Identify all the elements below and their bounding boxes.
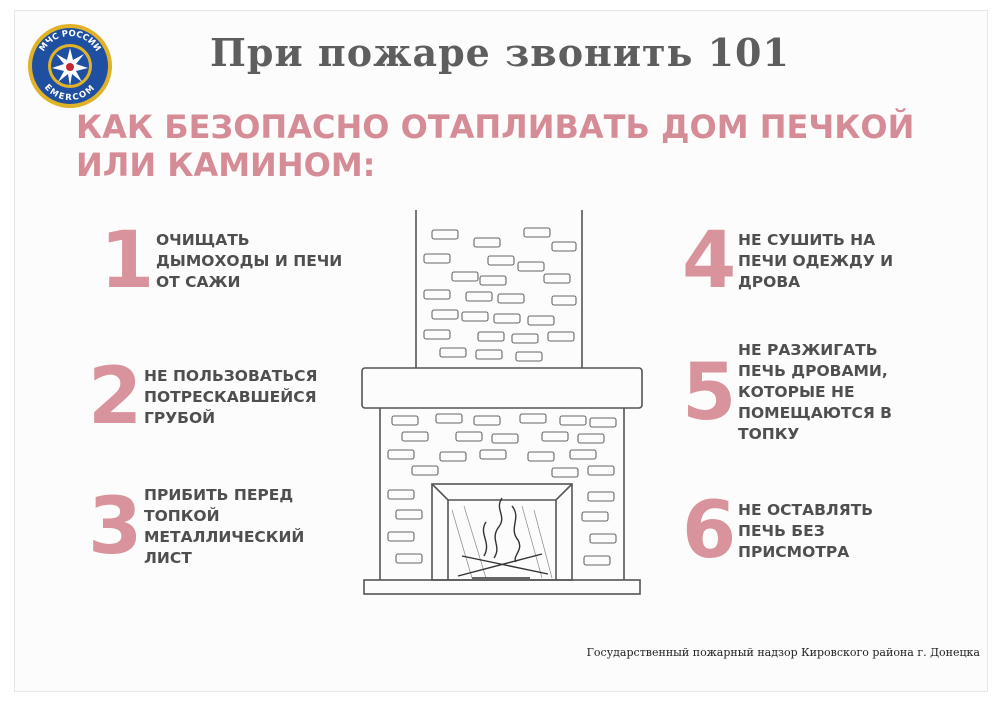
rule-text-line: ПЕЧИ ОДЕЖДУ И	[738, 251, 894, 270]
rule-text: НЕ СУШИТЬ НА ПЕЧИ ОДЕЖДУ И ДРОВА	[738, 230, 893, 293]
rule-item: 3 ПРИБИТЬ ПЕРЕД ТОПКОЙ МЕТАЛЛИЧЕСКИЙ ЛИС…	[88, 485, 304, 569]
rule-item: 5 НЕ РАЗЖИГАТЬ ПЕЧЬ ДРОВАМИ, КОТОРЫЕ НЕ …	[682, 340, 892, 445]
rule-text-line: ПЕЧЬ БЕЗ	[738, 521, 825, 540]
rule-text-line: ГРУБОЙ	[144, 408, 216, 427]
rule-text-line: НЕ ОСТАВЛЯТЬ	[738, 500, 874, 519]
rule-text-line: ТОПКУ	[738, 425, 800, 443]
rule-text: ОЧИЩАТЬ ДЫМОХОДЫ И ПЕЧИ ОТ САЖИ	[156, 230, 342, 293]
rule-text-line: ДРОВА	[738, 272, 801, 291]
rule-text-line: ПОМЕЩАЮТСЯ В	[738, 404, 892, 422]
rule-number: 1	[100, 216, 155, 306]
rule-item: 1 ОЧИЩАТЬ ДЫМОХОДЫ И ПЕЧИ ОТ САЖИ	[100, 222, 342, 300]
page-title: При пожаре звонить 101	[210, 30, 790, 75]
main-heading-line-1: КАК БЕЗОПАСНО ОТАПЛИВАТЬ ДОМ ПЕЧКОЙ	[76, 108, 915, 146]
rule-text-line: МЕТАЛЛИЧЕСКИЙ	[144, 528, 305, 546]
rule-text-line: ТОПКОЙ	[144, 507, 220, 525]
rule-text-line: ОЧИЩАТЬ	[156, 230, 250, 249]
main-heading: КАК БЕЗОПАСНО ОТАПЛИВАТЬ ДОМ ПЕЧКОЙ ИЛИ …	[76, 108, 936, 184]
rule-text-line: ПОТРЕСКАВШЕЙСЯ	[144, 387, 317, 406]
rule-text-line: ОТ САЖИ	[156, 272, 241, 291]
fireplace-illustration	[361, 210, 643, 595]
rule-text-line: ПРИБИТЬ ПЕРЕД	[144, 486, 294, 504]
rule-number: 5	[682, 347, 737, 438]
rule-text: НЕ ОСТАВЛЯТЬ ПЕЧЬ БЕЗ ПРИСМОТРА	[738, 500, 873, 563]
rule-text-line: ЛИСТ	[144, 549, 192, 567]
rule-text-line: НЕ ПОЛЬЗОВАТЬСЯ	[144, 366, 318, 385]
rule-number: 2	[88, 352, 143, 442]
rule-item: 4 НЕ СУШИТЬ НА ПЕЧИ ОДЕЖДУ И ДРОВА	[682, 222, 893, 300]
rule-text-line: НЕ СУШИТЬ НА	[738, 230, 876, 249]
rule-item: 6 НЕ ОСТАВЛЯТЬ ПЕЧЬ БЕЗ ПРИСМОТРА	[682, 492, 873, 570]
rule-number: 4	[682, 216, 737, 306]
emercom-logo: МЧС РОССИИ EMERCOM	[28, 24, 112, 108]
rule-number: 6	[682, 486, 737, 576]
rule-text-line: НЕ РАЗЖИГАТЬ	[738, 341, 878, 359]
rule-item: 2 НЕ ПОЛЬЗОВАТЬСЯ ПОТРЕСКАВШЕЙСЯ ГРУБОЙ	[88, 358, 318, 436]
rule-text-line: ДЫМОХОДЫ И ПЕЧИ	[156, 251, 343, 270]
rule-text: НЕ ПОЛЬЗОВАТЬСЯ ПОТРЕСКАВШЕЙСЯ ГРУБОЙ	[144, 366, 318, 429]
rule-text: ПРИБИТЬ ПЕРЕД ТОПКОЙ МЕТАЛЛИЧЕСКИЙ ЛИСТ	[144, 485, 304, 569]
rule-text-line: КОТОРЫЕ НЕ	[738, 383, 855, 401]
rule-number: 3	[88, 482, 143, 572]
main-heading-line-2: ИЛИ КАМИНОМ:	[76, 146, 376, 184]
rule-text: НЕ РАЗЖИГАТЬ ПЕЧЬ ДРОВАМИ, КОТОРЫЕ НЕ ПО…	[738, 340, 892, 445]
footer-credit: Государственный пожарный надзор Кировско…	[586, 646, 980, 659]
rule-text-line: ПЕЧЬ ДРОВАМИ,	[738, 362, 888, 380]
rule-text-line: ПРИСМОТРА	[738, 542, 850, 561]
